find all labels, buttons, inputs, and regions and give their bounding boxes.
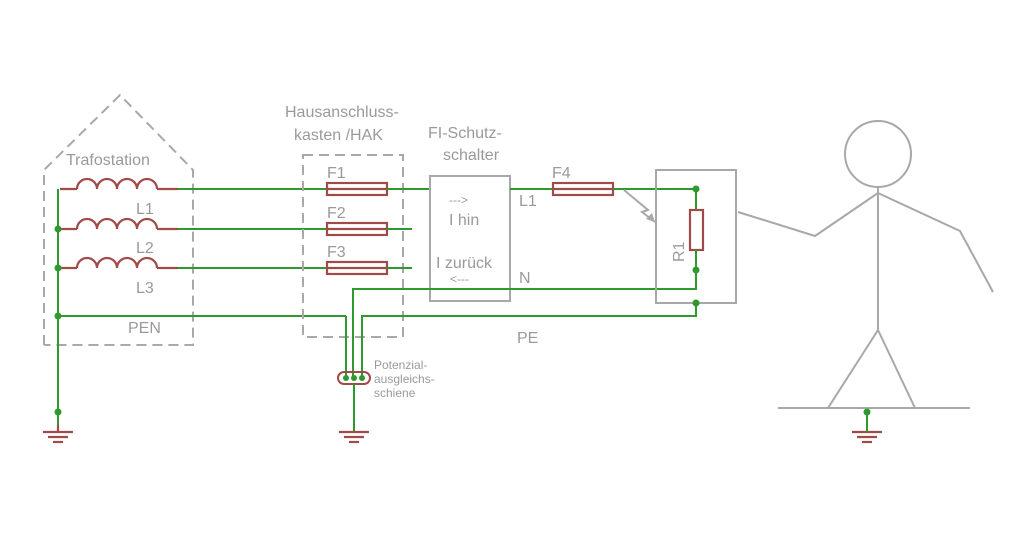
junction-dot xyxy=(692,299,700,307)
i-hin-label: I hin xyxy=(449,212,479,229)
arrow-left-label: <--- xyxy=(450,272,469,286)
pen-label: PEN xyxy=(128,320,161,337)
arrow-right-label: ---> xyxy=(449,193,468,207)
ground-icon xyxy=(43,425,73,444)
fault-arrowhead-icon xyxy=(646,213,655,222)
junction-dot xyxy=(54,312,62,320)
junction-dot xyxy=(54,408,62,416)
hak-label-line1: Hausanschluss- xyxy=(285,104,399,121)
person-figure-icon xyxy=(737,120,994,416)
resistor-r1 xyxy=(688,208,705,252)
pe-label: PE xyxy=(517,330,538,347)
hak-label-line2: kasten /HAK xyxy=(294,127,383,144)
resistor-r1-label: R1 xyxy=(671,241,688,262)
n-wire xyxy=(352,270,697,378)
rcd-label-line2: schalter xyxy=(443,147,500,164)
fuse-f3-label: F3 xyxy=(327,244,346,261)
fuse-f4-label: F4 xyxy=(552,165,571,182)
ground-icon xyxy=(852,412,882,444)
trafo-l3-label: L3 xyxy=(136,280,154,297)
busbar-terminal xyxy=(343,375,349,381)
junction-dot xyxy=(54,225,62,233)
pe-wire xyxy=(361,303,697,378)
fuse-f1-label: F1 xyxy=(327,165,346,182)
junction-dot xyxy=(692,266,700,274)
busbar-terminal xyxy=(351,375,357,381)
n-label: N xyxy=(519,270,531,287)
l1-out-label: L1 xyxy=(519,193,537,210)
busbar-terminal xyxy=(359,375,365,381)
trafo-l1-label: L1 xyxy=(136,201,154,218)
rcd-label-line1: FI-Schutz- xyxy=(428,125,502,142)
ground-icon xyxy=(339,430,369,444)
junction-dot xyxy=(54,264,62,272)
i-zurueck-label: I zurück xyxy=(436,255,493,272)
fuse-f2-label: F2 xyxy=(327,205,346,222)
hak-outline xyxy=(302,154,404,338)
busbar-label-line1: Potenzial- xyxy=(374,358,427,372)
trafostation-outline xyxy=(43,93,194,346)
rcd-box xyxy=(429,175,511,302)
coil-l1 xyxy=(60,177,178,191)
junction-dot xyxy=(692,185,700,193)
trafostation-label: Trafostation xyxy=(66,152,150,169)
busbar-label-line3: schiene xyxy=(374,386,416,400)
coil-l2 xyxy=(60,217,178,231)
trafo-l2-label: L2 xyxy=(136,240,154,257)
coil-l3 xyxy=(60,256,178,270)
busbar-label-line2: ausgleichs- xyxy=(374,372,435,386)
